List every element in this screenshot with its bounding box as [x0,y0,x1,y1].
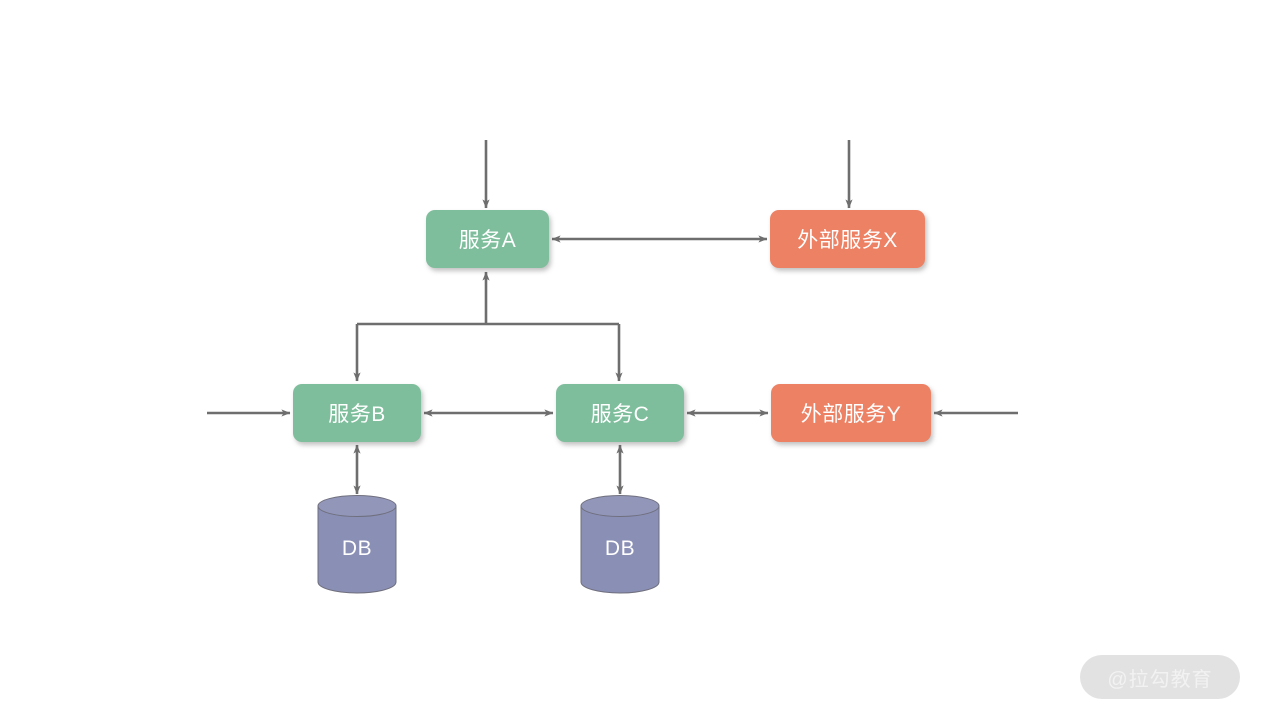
watermark-label: @拉勾教育 [1107,668,1213,691]
node-service-a-label: 服务A [458,229,517,252]
node-database-b-label: DB [341,537,373,560]
node-database-c-label: DB [604,537,636,560]
node-service-a[interactable]: 服务A [426,210,549,268]
node-external-service-y[interactable]: 外部服务Y [771,384,931,442]
node-external-service-x[interactable]: 外部服务X [770,210,925,268]
node-service-b[interactable]: 服务B [293,384,421,442]
node-database-b[interactable]: DB [317,495,397,594]
node-service-b-label: 服务B [328,403,386,426]
node-external-service-y-label: 外部服务Y [800,403,902,426]
node-external-service-x-label: 外部服务X [797,229,898,252]
node-service-c[interactable]: 服务C [556,384,684,442]
node-database-c[interactable]: DB [580,495,660,594]
node-service-c-label: 服务C [590,403,650,426]
watermark: @拉勾教育 [1080,655,1240,699]
